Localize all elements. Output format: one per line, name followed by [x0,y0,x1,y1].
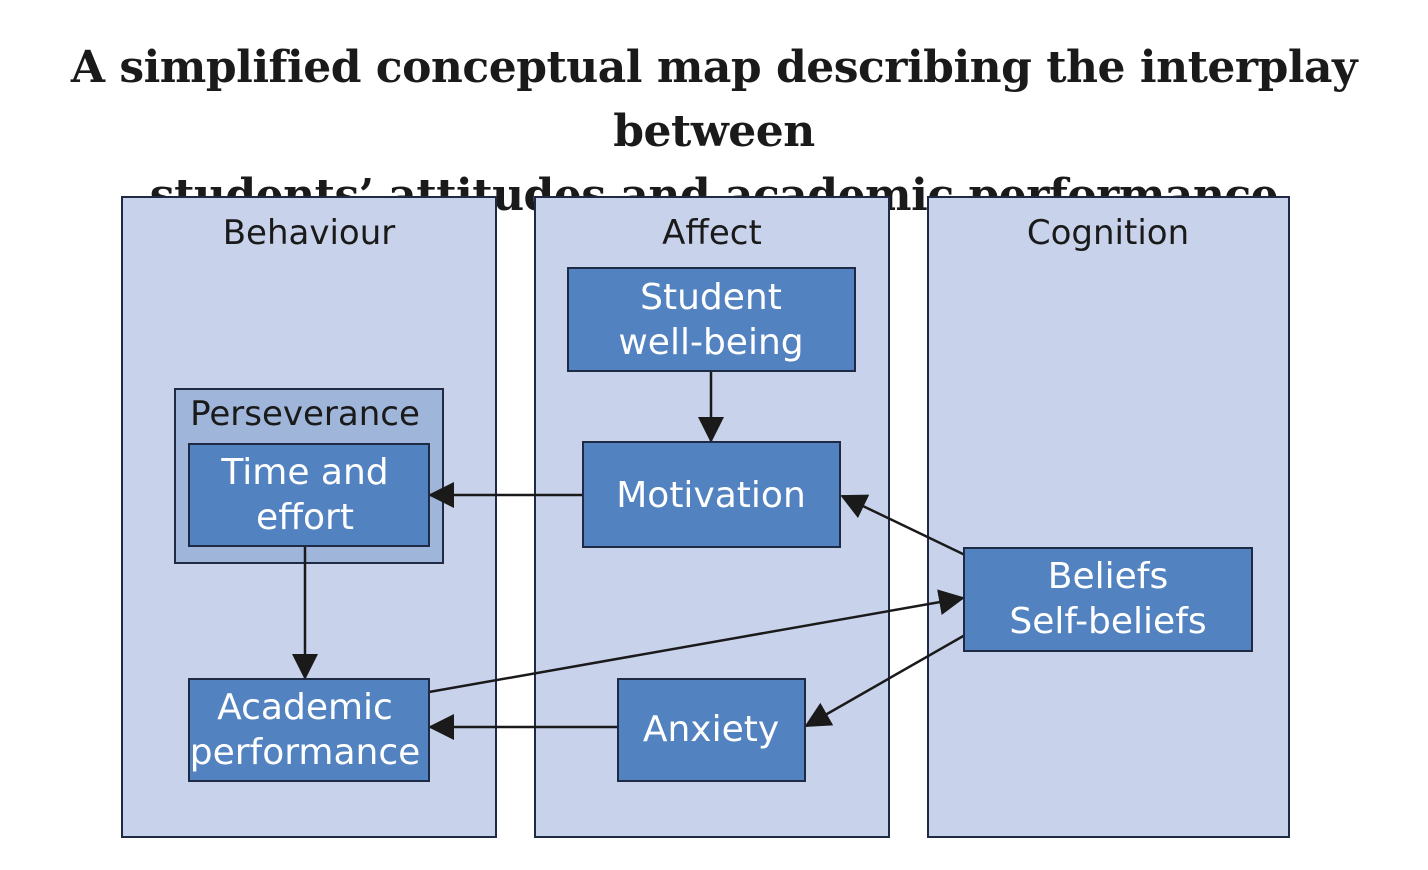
beliefs-line-2: Self-beliefs [1009,601,1206,642]
time-effort-line-1: Time and [220,452,388,493]
beliefs-line-1: Beliefs [1048,556,1168,597]
academic-line-2: performance [190,732,421,773]
wellbeing-line-1: Student [640,277,782,318]
perseverance-label: Perseverance [190,394,420,434]
node-academic-performance: Academic performance [188,678,430,782]
cognition-column [927,196,1290,838]
node-anxiety: Anxiety [617,678,806,782]
edge-academic-to-beliefs [428,589,965,694]
title-line-1: A simplified conceptual map describing t… [70,42,1358,157]
node-time-and-effort: Time and effort [188,443,430,547]
motivation-line-1: Motivation [616,475,806,516]
affect-column-label: Affect [662,213,762,253]
time-effort-line-2: effort [256,497,354,538]
node-student-wellbeing: Student well-being [567,267,856,372]
edge-beliefs-to-motivation [840,494,966,557]
behaviour-column-label: Behaviour [223,213,396,253]
edge-beliefs-to-anxiety [804,633,966,728]
wellbeing-line-2: well-being [618,322,803,363]
node-beliefs: Beliefs Self-beliefs [963,547,1253,652]
node-motivation: Motivation [582,441,841,548]
cognition-column-label: Cognition [1027,213,1189,253]
anxiety-line-1: Anxiety [643,709,779,750]
academic-line-1: Academic [217,687,393,728]
